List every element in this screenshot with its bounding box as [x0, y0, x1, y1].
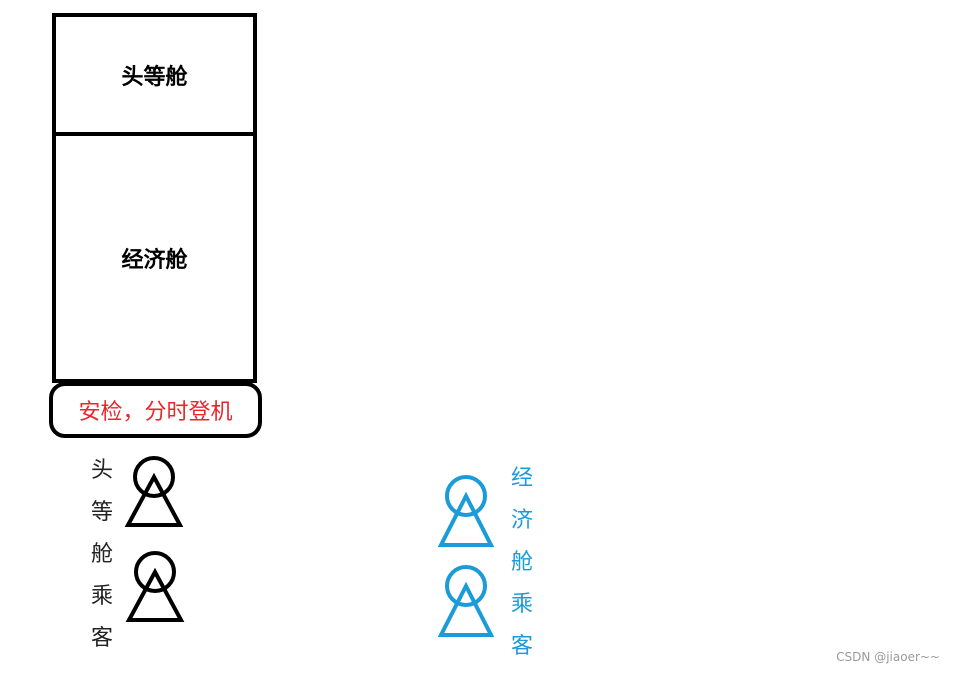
label-char: 乘 — [91, 584, 114, 609]
security-label: 安检，分时登机 — [78, 400, 233, 425]
person-icon — [125, 551, 185, 622]
label-char: 客 — [91, 626, 114, 651]
person-icon — [124, 456, 184, 527]
person-icon — [437, 475, 495, 547]
label-char: 乘 — [511, 592, 534, 617]
label-char: 济 — [511, 508, 534, 533]
label-char: 客 — [511, 634, 534, 659]
watermark: CSDN @jiaoer~~ — [836, 650, 940, 664]
first-class-label: 头等舱 — [121, 64, 188, 90]
security-boarding-gate: 安检，分时登机 — [49, 382, 262, 438]
first-class-cabin: 头等舱 — [56, 17, 253, 136]
label-char: 头 — [91, 458, 114, 483]
economy-cabin: 经济舱 — [56, 136, 253, 379]
label-char: 舱 — [91, 542, 114, 567]
economy-passenger-label: 经 济 舱 乘 客 — [511, 458, 533, 668]
first-class-passenger-label: 头 等 舱 乘 客 — [91, 450, 113, 660]
person-icon — [437, 565, 495, 637]
label-char: 经 — [511, 466, 534, 491]
economy-label: 经济舱 — [121, 247, 188, 273]
airplane-cabin-box: 头等舱 经济舱 — [52, 13, 257, 383]
label-char: 舱 — [511, 550, 534, 575]
label-char: 等 — [91, 500, 114, 525]
